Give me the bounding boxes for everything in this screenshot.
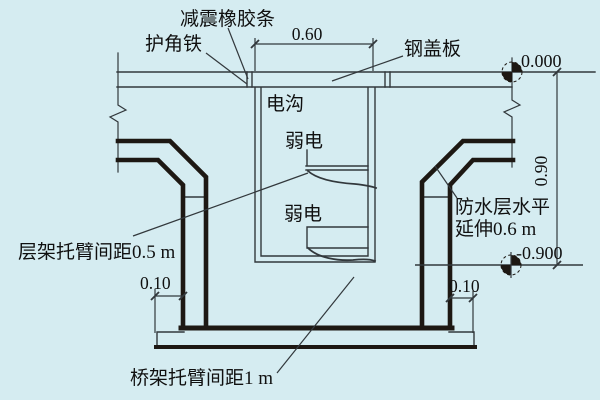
label-waterproof-line2: 延伸0.6 m (455, 218, 537, 240)
right-wall-inner-face (419, 138, 516, 331)
corner-iron-leader (205, 52, 248, 85)
label-weak-current-lower: 弱电 (284, 203, 322, 225)
dim-trench-depth: 0.90 (531, 155, 551, 186)
level-markers (500, 61, 523, 278)
lower-cable-curve (306, 246, 377, 263)
leader-lines (132, 27, 458, 374)
label-waterproof-line1: 防水层水平 (455, 196, 550, 218)
label-corner-iron: 护角铁 (145, 33, 202, 55)
thin-linework (108, 52, 596, 348)
steel-cover-leader (331, 55, 404, 82)
cover-joint-lines (246, 71, 391, 88)
label-cable-trench: 电沟 (266, 93, 304, 115)
elevation-trench-bottom: -0.900 (516, 243, 563, 263)
label-tray-spacing: 桥架托臂间距1 m (130, 367, 273, 389)
lower-cable-tray (306, 226, 369, 249)
waterproof-leader (434, 165, 458, 199)
right-break-line (502, 57, 522, 168)
inner-trench-box-inner (260, 87, 369, 257)
label-weak-current-upper: 弱电 (285, 130, 323, 152)
upper-cable-curve (306, 169, 378, 190)
elevation-ground: 0.000 (521, 51, 562, 71)
inner-trench-box-outer (254, 87, 376, 263)
level-marker-icon-bottom (500, 252, 522, 278)
heavy-linework (115, 138, 516, 349)
dim-left-offset: 0.10 (140, 273, 171, 293)
dim-opening-width: 0.60 (292, 24, 323, 44)
upper-shelf-bracket (305, 165, 369, 171)
label-rubber-strip: 减震橡胶条 (180, 8, 275, 30)
left-wall-outer-face (115, 157, 186, 331)
level-marker-fill (502, 62, 522, 82)
left-break-line (108, 52, 128, 173)
tray-spacing-leader (276, 276, 355, 374)
label-shelf-spacing: 层架托臂间距0.5 m (18, 241, 176, 263)
dim-right-offset: 0.10 (449, 276, 480, 296)
level-marker-icon-top (501, 61, 523, 83)
text-annotations: 减震橡胶条 护角铁 0.60 钢盖板 0.000 电沟 弱电 弱电 0.90 防… (18, 8, 563, 389)
rubber-strip-leader (227, 27, 249, 80)
dimension-lines (150, 38, 583, 333)
label-steel-cover: 钢盖板 (404, 38, 461, 60)
dim-0-60-ticks (250, 39, 378, 49)
left-wall-inner-face (115, 138, 209, 331)
right-wall-outer-face (447, 157, 516, 331)
dim-left-0-10-ticks (150, 291, 188, 301)
shelf-spacing-leader (132, 172, 309, 237)
dim-right-0-10-ticks (445, 293, 478, 303)
base-slab-outline (156, 331, 475, 348)
